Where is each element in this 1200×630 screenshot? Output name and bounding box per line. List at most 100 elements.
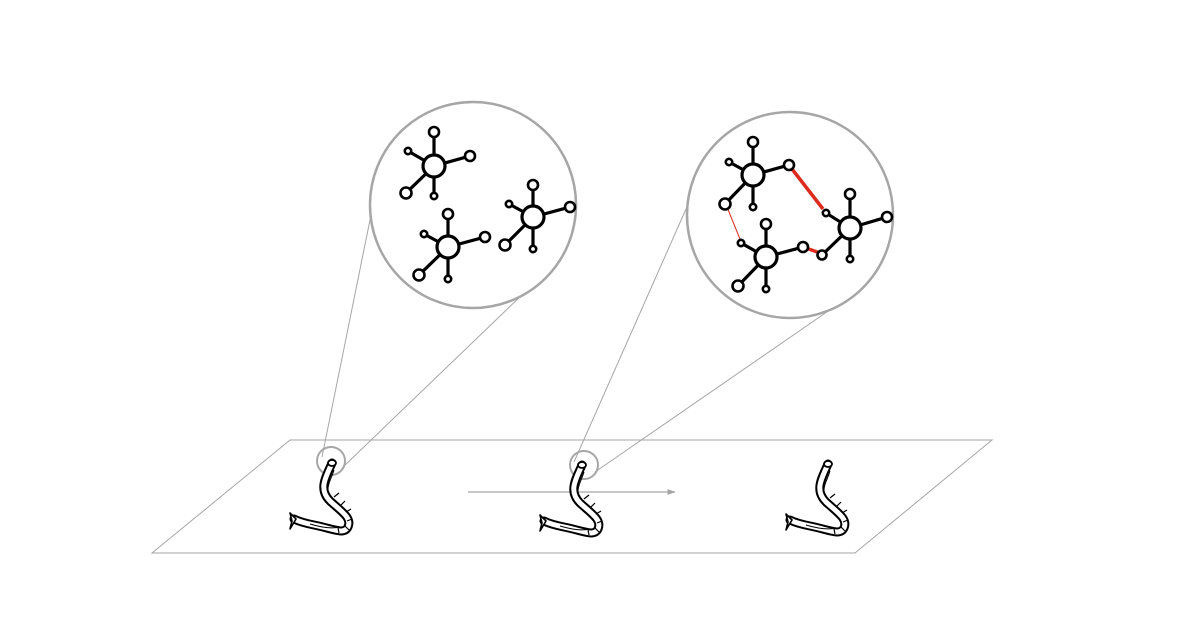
- atom-node: [429, 191, 439, 201]
- molecule-arm: [507, 223, 527, 243]
- magnified-view-2: [685, 110, 895, 320]
- molecule-arm: [827, 213, 843, 224]
- atom-node: [796, 240, 810, 254]
- worm-icon: [785, 459, 850, 537]
- worm-head: [577, 461, 587, 469]
- atom-node: [759, 217, 773, 231]
- molecule-arm: [408, 172, 428, 191]
- atom-node: [736, 238, 746, 248]
- atom-node: [748, 202, 758, 212]
- molecule-arm: [510, 203, 525, 214]
- molecule-arm: [457, 236, 482, 246]
- atom-node: [504, 199, 514, 209]
- worm-head: [327, 459, 337, 467]
- atom-node: [528, 244, 538, 254]
- atom-node: [880, 210, 894, 224]
- worm-icon: [539, 460, 604, 538]
- atom-core: [435, 234, 461, 260]
- bond-line-2: [726, 206, 743, 245]
- bond-line-1: [790, 167, 825, 211]
- molecule-arm: [730, 161, 745, 172]
- atom-core: [753, 244, 779, 270]
- atom-node: [821, 208, 831, 218]
- worm-icon: [289, 458, 354, 536]
- worm-segment: [595, 510, 602, 515]
- worm-head: [823, 460, 833, 468]
- atom-node: [412, 268, 426, 282]
- worm-segment: [340, 500, 346, 506]
- atom-node: [718, 197, 732, 211]
- atom-node: [816, 249, 828, 261]
- worm-segment: [596, 520, 603, 524]
- atom-node: [843, 187, 857, 201]
- worm-segment: [841, 509, 848, 514]
- worm-segment: [344, 525, 350, 531]
- atom-node: [443, 274, 453, 284]
- worm-segment: [590, 502, 596, 508]
- worm-segment: [333, 492, 340, 498]
- atom-node: [724, 157, 734, 167]
- atom-node: [782, 158, 796, 172]
- atom-node: [746, 135, 760, 149]
- molecule-arm: [542, 206, 567, 216]
- atom-node: [427, 125, 441, 139]
- atom-node: [419, 229, 429, 239]
- molecule-arm: [727, 181, 747, 202]
- ground-plane: [150, 439, 994, 554]
- atom-node: [399, 186, 413, 200]
- molecule-arm: [858, 216, 884, 227]
- atom-core: [421, 153, 447, 179]
- molecule-arm: [425, 233, 440, 244]
- worm-segment: [829, 493, 836, 499]
- molecule-arm: [442, 155, 467, 165]
- worm-stripe: [309, 523, 341, 529]
- worm-segment: [594, 527, 600, 533]
- worm-body-fill: [541, 462, 602, 536]
- worm-body-fill: [291, 460, 352, 534]
- worm-tail: [785, 513, 793, 531]
- molecule-icon: [816, 187, 894, 264]
- worm-segment: [346, 518, 353, 522]
- worm-segment: [842, 519, 849, 523]
- worm-segment: [833, 528, 836, 535]
- molecule-icon: [412, 207, 492, 284]
- worm-stripe: [805, 524, 837, 530]
- molecule-arm: [421, 253, 442, 273]
- atom-node: [731, 279, 745, 293]
- atom-node: [441, 207, 455, 221]
- worm-segment: [587, 529, 590, 536]
- worm-segment: [836, 501, 842, 507]
- molecule-icon: [731, 217, 810, 294]
- worm-segment: [345, 508, 352, 513]
- atom-core: [520, 204, 546, 230]
- atom-node: [498, 238, 512, 252]
- molecule-icon: [498, 178, 577, 254]
- atom-node: [845, 254, 855, 264]
- molecule-arm: [775, 246, 800, 256]
- focus-ring-2: [569, 450, 599, 480]
- atom-core: [740, 162, 766, 188]
- atom-node: [526, 178, 540, 192]
- worm-body-fill: [787, 461, 848, 535]
- atom-node: [403, 146, 413, 156]
- magnified-view-1: [368, 100, 578, 310]
- atom-node: [463, 149, 477, 163]
- atom-node: [478, 230, 492, 244]
- magnifier-cone-2: [569, 199, 835, 480]
- molecule-icon: [718, 135, 796, 212]
- worm-stripe: [327, 469, 335, 490]
- molecule-arm: [740, 263, 760, 284]
- molecule-arm: [761, 164, 786, 174]
- molecule-arm: [823, 234, 844, 254]
- atom-node: [563, 200, 577, 214]
- atom-core: [837, 215, 863, 241]
- worm-tail: [289, 512, 297, 530]
- worm-segment: [840, 526, 846, 532]
- worm-segment: [337, 527, 340, 534]
- worm-stripe: [559, 525, 591, 531]
- molecule-arm: [409, 150, 427, 163]
- atom-node: [761, 284, 771, 294]
- worm-stripe: [577, 471, 585, 492]
- molecule-arm: [742, 242, 759, 254]
